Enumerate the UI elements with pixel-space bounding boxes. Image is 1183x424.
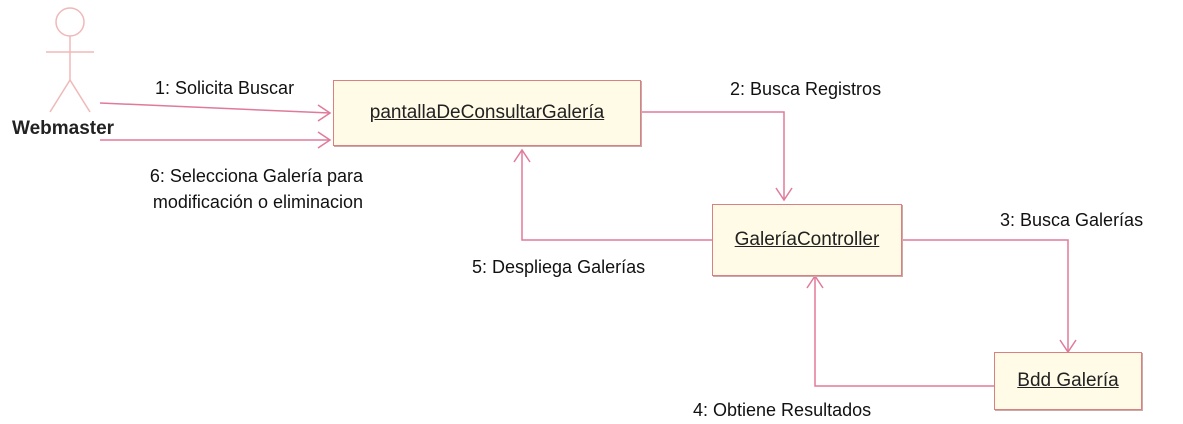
link-controller-pantalla [521, 150, 712, 241]
message-5-label: 5: Despliega Galerías [472, 257, 646, 277]
actor-name: Webmaster [12, 118, 115, 139]
message-4-label: 4: Obtiene Resultados [693, 400, 872, 420]
arrowhead-5 [513, 148, 531, 163]
object-bdd-label: Bdd Galería [1017, 370, 1119, 391]
message-2-label: 2: Busca Registros [730, 79, 882, 99]
object-bdd[interactable]: Bdd Galería [994, 352, 1142, 410]
arrowhead-1 [317, 104, 332, 122]
object-pantalla[interactable]: pantallaDeConsultarGalería [333, 80, 641, 146]
object-controller[interactable]: GaleríaController [712, 204, 902, 276]
link-bdd-controller [814, 276, 994, 387]
object-pantalla-label: pantallaDeConsultarGalería [369, 102, 605, 123]
message-3-label: 3: Busca Galerías [1000, 210, 1144, 230]
message-1-label: 1: Solicita Buscar [155, 78, 295, 98]
arrowhead-2 [775, 187, 793, 202]
link-actor-pantalla-1 [99, 102, 331, 114]
link-pantalla-controller [640, 111, 785, 200]
link-controller-bdd [902, 239, 1069, 352]
arrowhead-6 [317, 131, 332, 149]
arrowhead-4 [806, 274, 824, 289]
message-6-label-line2: modificación o eliminacion [152, 192, 363, 212]
actor-figure-icon [46, 7, 94, 113]
object-controller-label: GaleríaController [734, 229, 880, 250]
message-6-label-line1: 6: Selecciona Galería para [149, 166, 363, 186]
